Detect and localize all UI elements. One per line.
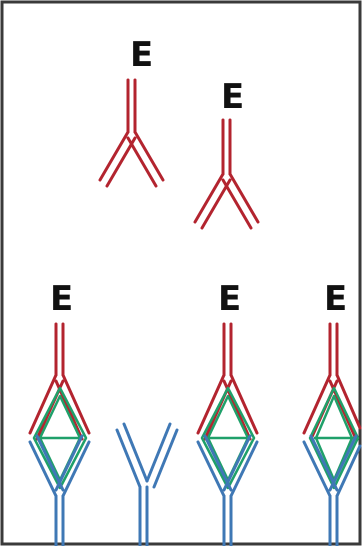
sandwich-complex-1: E [28, 279, 91, 546]
y-shaped-antibody-icon [115, 422, 179, 546]
sandwich-complex-3: E [302, 279, 362, 546]
enzyme-label: E [218, 279, 241, 319]
y-shaped-antibody-icon [302, 322, 362, 441]
free-labeled-antibody-2: E [193, 77, 260, 230]
y-shaped-antibody-icon [193, 118, 260, 230]
y-shaped-antibody-icon [196, 322, 259, 441]
unbound-capture-antibody [115, 422, 179, 546]
y-shaped-antibody-icon [302, 434, 362, 546]
sandwich-complex-2: E [196, 279, 259, 546]
y-shaped-antibody-icon [28, 322, 91, 441]
y-shaped-antibody-icon [196, 434, 259, 546]
enzyme-label: E [130, 35, 153, 75]
y-shaped-antibody-icon [98, 78, 165, 188]
diamond-antigen-icon [32, 386, 88, 490]
y-shaped-antibody-icon [28, 434, 91, 546]
free-labeled-antibody-1: E [98, 35, 165, 188]
enzyme-label: E [324, 279, 347, 319]
diamond-antigen-icon [200, 386, 256, 490]
enzyme-label: E [50, 279, 73, 319]
enzyme-label: E [221, 77, 244, 117]
